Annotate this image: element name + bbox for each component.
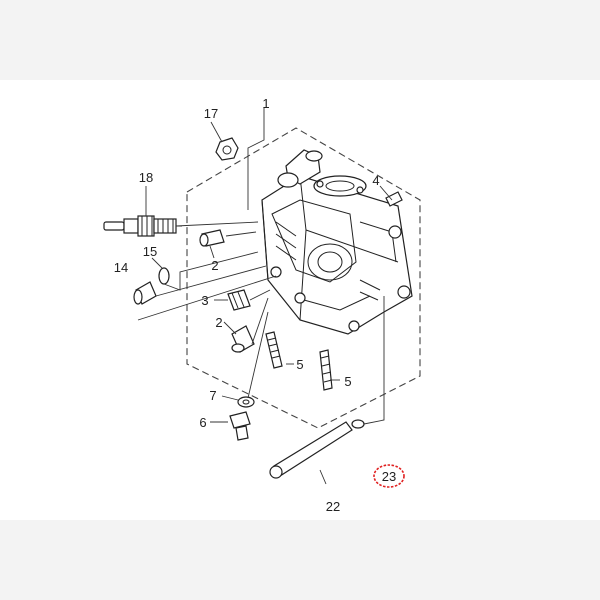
callout-17: 17 xyxy=(204,106,218,121)
callout-14: 14 xyxy=(114,260,128,275)
callout-18: 18 xyxy=(139,170,153,185)
callout-4: 4 xyxy=(372,173,379,188)
dowel-pin xyxy=(199,229,225,247)
hex-bolt xyxy=(227,289,251,311)
dowel-pin xyxy=(231,325,255,353)
callout-6: 6 xyxy=(199,415,206,430)
washer xyxy=(237,396,255,408)
callout-22: 22 xyxy=(326,499,340,514)
sleeve xyxy=(133,281,157,305)
callout-3: 3 xyxy=(201,293,208,308)
callout-23: 23 xyxy=(382,469,396,484)
cylinder-head xyxy=(261,149,413,335)
callout-2: 2 xyxy=(215,315,222,330)
callout-1: 1 xyxy=(262,96,269,111)
callout-2: 2 xyxy=(211,258,218,273)
cap-nut xyxy=(215,137,239,161)
callout-5: 5 xyxy=(344,374,351,389)
exploded-parts-diagram: 1 2 2 3 4 5 5 6 7 14 15 17 18 22 23 xyxy=(103,96,421,514)
stud-bolt xyxy=(319,349,333,391)
callout-5: 5 xyxy=(296,357,303,372)
callout-15: 15 xyxy=(143,244,157,259)
callout-7: 7 xyxy=(209,388,216,403)
stud-bolt xyxy=(265,331,283,369)
washer xyxy=(351,419,365,429)
long-bolt xyxy=(269,421,353,479)
diagram-panel: 1 2 2 3 4 5 5 6 7 14 15 17 18 22 23 xyxy=(0,80,600,520)
o-ring xyxy=(158,267,170,285)
highlight-ring xyxy=(373,464,405,488)
assembly-boundary xyxy=(186,127,421,429)
flange-bolt xyxy=(229,411,251,441)
spark-plug xyxy=(103,215,182,237)
leader-lines xyxy=(137,108,393,485)
